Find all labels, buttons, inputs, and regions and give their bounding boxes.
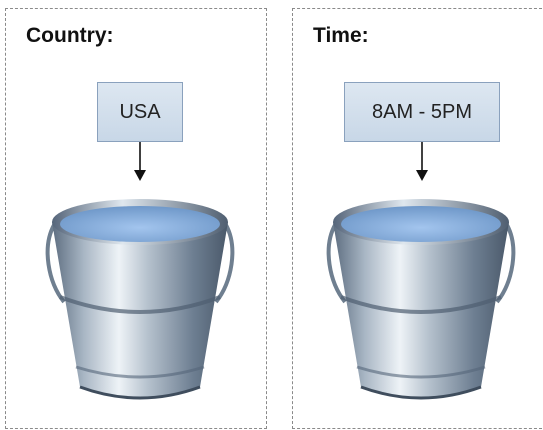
country-title: Country: xyxy=(26,24,114,47)
time-panel: Time: 8AM - 5PM xyxy=(292,8,542,429)
time-value-box: 8AM - 5PM xyxy=(344,82,500,142)
bucket-icon xyxy=(45,199,235,400)
bucket-icon xyxy=(326,199,516,400)
country-value-box: USA xyxy=(97,82,183,142)
arrow-down-icon xyxy=(416,142,428,181)
arrow-down-icon xyxy=(134,142,146,181)
time-title: Time: xyxy=(313,24,369,47)
country-panel: Country: USA xyxy=(5,8,267,429)
